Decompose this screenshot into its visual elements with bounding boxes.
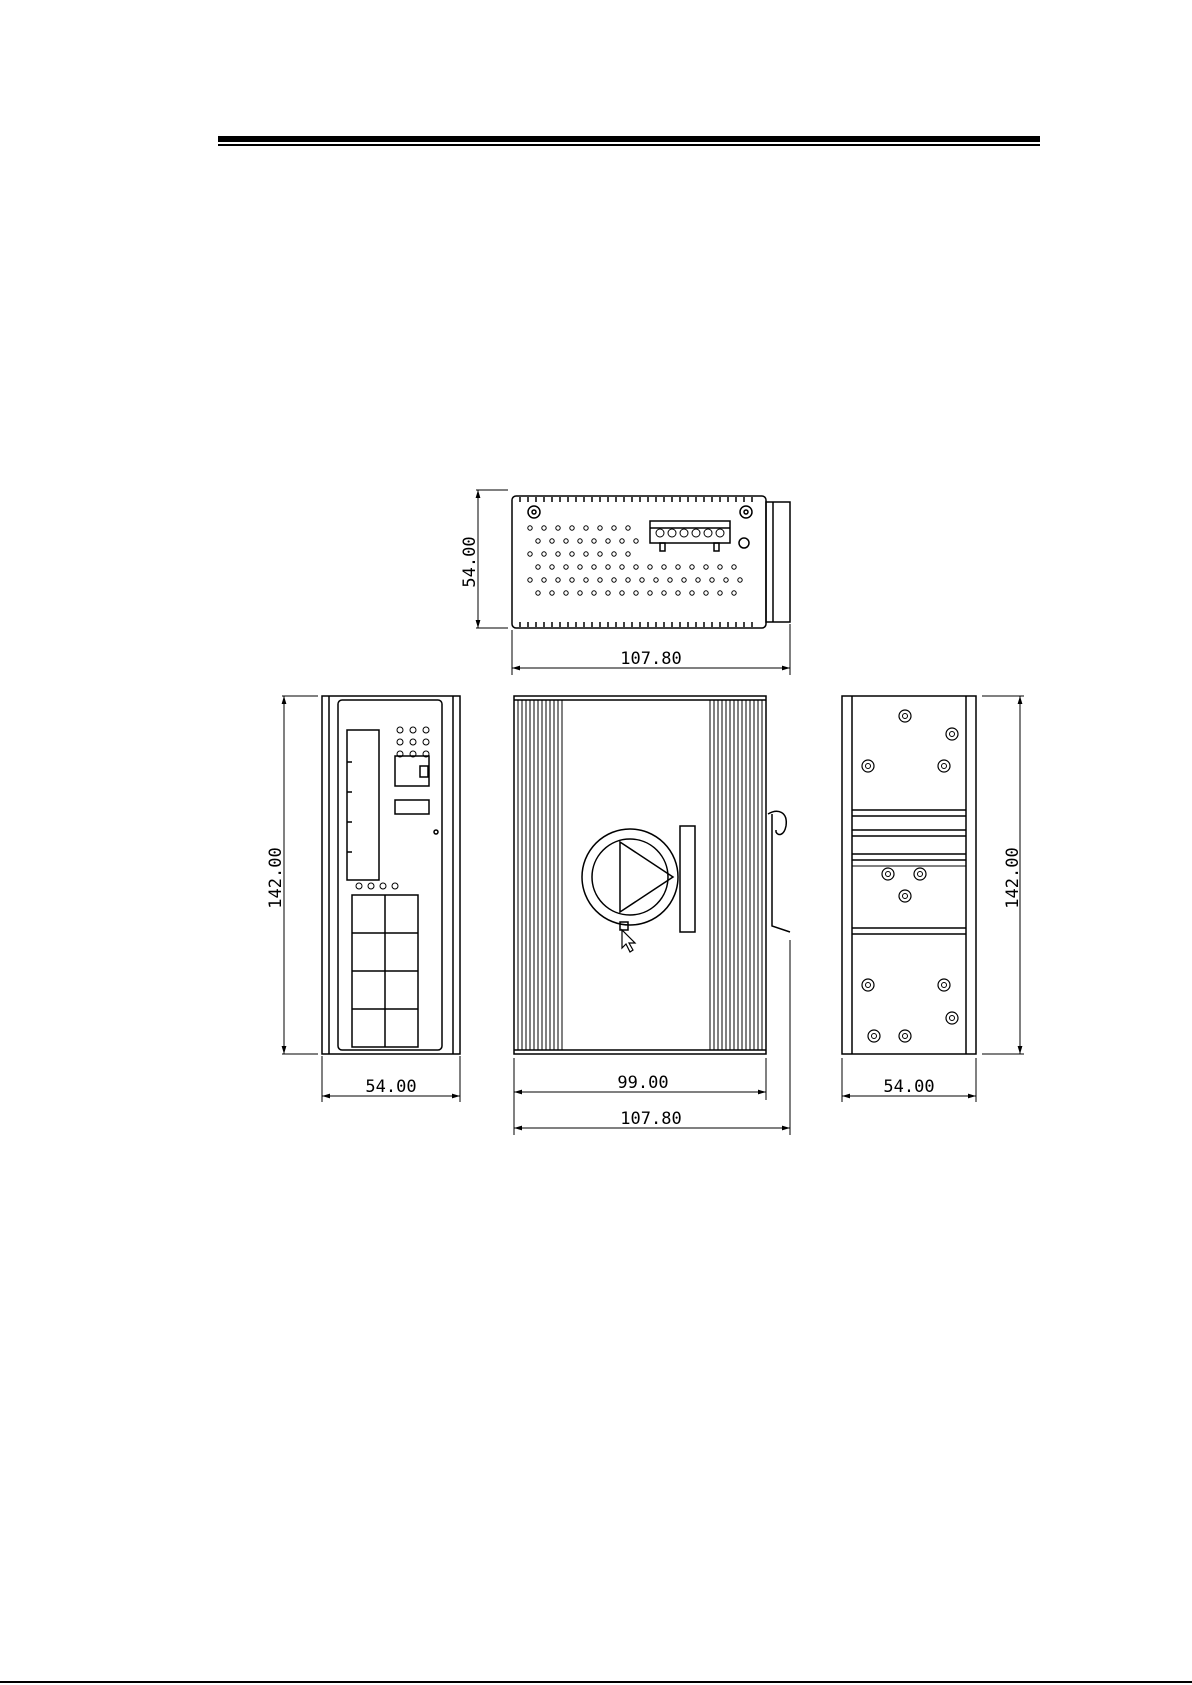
dim-left-width: 54.00 (365, 1077, 416, 1097)
heatsink-fins-side (518, 700, 762, 1050)
right-view (842, 696, 1024, 1102)
dim-right-height: 142.00 (1003, 847, 1023, 908)
terminal-block (650, 521, 730, 551)
top-view (476, 490, 790, 675)
heatsink-fins (520, 497, 752, 627)
brand-logo (582, 826, 695, 952)
dim-right-width: 54.00 (883, 1077, 934, 1097)
dim-front-outer-width: 107.80 (620, 1109, 681, 1129)
dim-left-height: 142.00 (266, 847, 286, 908)
left-view (282, 696, 460, 1102)
dim-front-inner-width: 99.00 (617, 1073, 668, 1093)
dim-top-height: 54.00 (460, 536, 480, 587)
front-view (514, 696, 790, 1135)
dim-top-width: 107.80 (620, 649, 681, 669)
